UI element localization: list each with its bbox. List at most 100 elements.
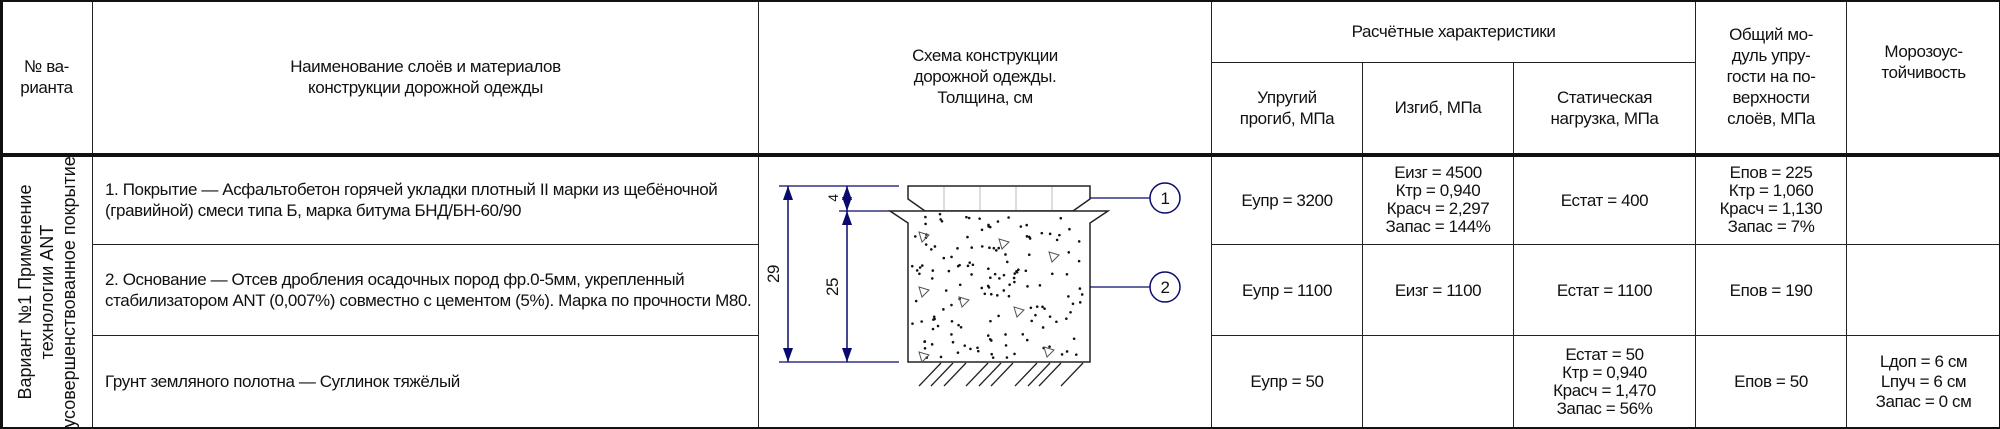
base-dot <box>1067 250 1071 254</box>
static-value: Естат = 50 Ктр = 0,940 Красч = 1,470 Зап… <box>1512 335 1697 429</box>
base-dot <box>1078 286 1082 290</box>
base-dot <box>918 271 921 275</box>
base-dot <box>986 284 990 287</box>
elastic-value: Еупр = 3200 <box>1211 152 1363 246</box>
ground-hatch <box>918 362 942 386</box>
base-dot <box>930 342 934 346</box>
base-dot <box>983 291 987 295</box>
aggregate-stone <box>1043 345 1055 358</box>
base-dot <box>980 286 984 289</box>
base-dot <box>966 264 970 267</box>
base-dot <box>989 275 992 279</box>
dimension-total-label: 29 <box>764 264 783 282</box>
table-row: Грунт земляного полотна — Суглинок тяжёл… <box>1 335 2000 429</box>
ground-hatch <box>965 362 989 386</box>
base-dot <box>1004 343 1008 347</box>
layer-name: Грунт земляного полотна — Суглинок тяжёл… <box>92 335 759 429</box>
base-dot <box>1002 273 1006 276</box>
base-dot <box>1025 338 1029 341</box>
static-value: Естат = 1100 <box>1512 244 1697 337</box>
frost-value: Lдоп = 6 см Lпуч = 6 см Запас = 0 см <box>1846 335 2000 429</box>
base-dot <box>1025 234 1029 238</box>
base-dot <box>1021 332 1025 336</box>
base-dot <box>998 276 1001 280</box>
base-dot <box>938 212 942 215</box>
base-dot <box>1025 223 1029 226</box>
base-dot <box>989 292 993 296</box>
base-dot <box>940 219 944 223</box>
header-bending: Изгиб, МПа <box>1362 62 1514 155</box>
base-dot <box>1048 232 1052 235</box>
base-dot <box>992 246 996 250</box>
base-dot <box>1050 271 1054 275</box>
base-dot <box>1055 319 1058 323</box>
base-dot <box>1013 352 1016 355</box>
base-dot <box>930 247 933 251</box>
ground-hatch <box>943 362 967 386</box>
base-dot <box>963 343 967 347</box>
base-dot <box>924 215 927 218</box>
base-dot <box>1005 260 1009 263</box>
base-dot <box>976 349 980 352</box>
total-modulus-value: Епов = 225 Ктр = 1,060 Красч = 1,130 Зап… <box>1695 152 1848 246</box>
base-dot <box>1048 344 1051 348</box>
elastic-value: Еупр = 50 <box>1211 335 1363 429</box>
base-dot <box>1072 336 1076 340</box>
base-dot <box>942 256 946 259</box>
layer-name: 1. Покрытие — Асфальтобетон горячей укла… <box>92 152 759 246</box>
base-dot <box>1008 282 1011 286</box>
base-dot <box>911 321 914 325</box>
base-dot <box>969 347 972 350</box>
header-total-modulus: Общий мо- дуль упру- гости на по- верхно… <box>1695 0 1848 155</box>
header-layers-name: Наименование слоёв и материалов конструк… <box>92 0 759 155</box>
base-dot <box>939 355 943 358</box>
base-dot <box>924 222 927 225</box>
layer-1-asphalt <box>907 184 1091 212</box>
base-dot <box>933 244 937 248</box>
base-dot <box>958 263 961 266</box>
base-dot <box>923 339 926 343</box>
table-row: Вариант №1 Применение технологии ANT усо… <box>0 152 2000 429</box>
marker-2-label: 2 <box>1160 278 1169 297</box>
arrow-down-icon <box>783 347 793 362</box>
base-dot <box>1048 314 1052 318</box>
base-dot <box>1058 233 1061 236</box>
marker-1-circle <box>1149 181 1181 214</box>
base-dot <box>1077 259 1081 262</box>
base-dot <box>959 325 963 329</box>
aggregate-stone <box>918 230 930 243</box>
ground-hatch <box>930 362 954 386</box>
frost-value <box>1846 244 2000 337</box>
base-dot <box>996 293 999 297</box>
static-value: Естат = 400 <box>1512 152 1697 246</box>
aggregate-stone <box>918 285 930 298</box>
base-dot <box>924 242 928 246</box>
base-dot <box>910 264 914 267</box>
base-dot <box>1074 352 1078 356</box>
base-dot <box>971 262 975 266</box>
bending-value: Еизг = 1100 <box>1362 244 1514 337</box>
header-calc-group: Расчётные характеристики <box>1210 0 1697 63</box>
base-dot <box>1027 252 1031 256</box>
header-frost: Морозоус- тойчивость <box>1846 0 2000 155</box>
bending-value <box>1362 335 1514 429</box>
base-dot <box>987 266 990 270</box>
base-dot <box>1078 300 1082 304</box>
base-dot <box>988 337 992 341</box>
base-dot <box>939 217 942 221</box>
base-dot <box>1034 313 1037 316</box>
base-dot <box>1019 224 1023 228</box>
base-dot <box>997 314 1000 317</box>
base-dot <box>1041 305 1044 308</box>
base-dot <box>1026 284 1029 288</box>
base-dot <box>1059 216 1063 219</box>
base-dot <box>1069 310 1072 314</box>
arrow-up-icon <box>842 210 852 225</box>
base-dot <box>1060 352 1064 356</box>
base-dot <box>1007 294 1011 298</box>
base-dot <box>1035 304 1039 308</box>
base-dot <box>930 276 934 280</box>
aggregate-stone <box>958 295 970 308</box>
base-dot <box>913 234 917 238</box>
